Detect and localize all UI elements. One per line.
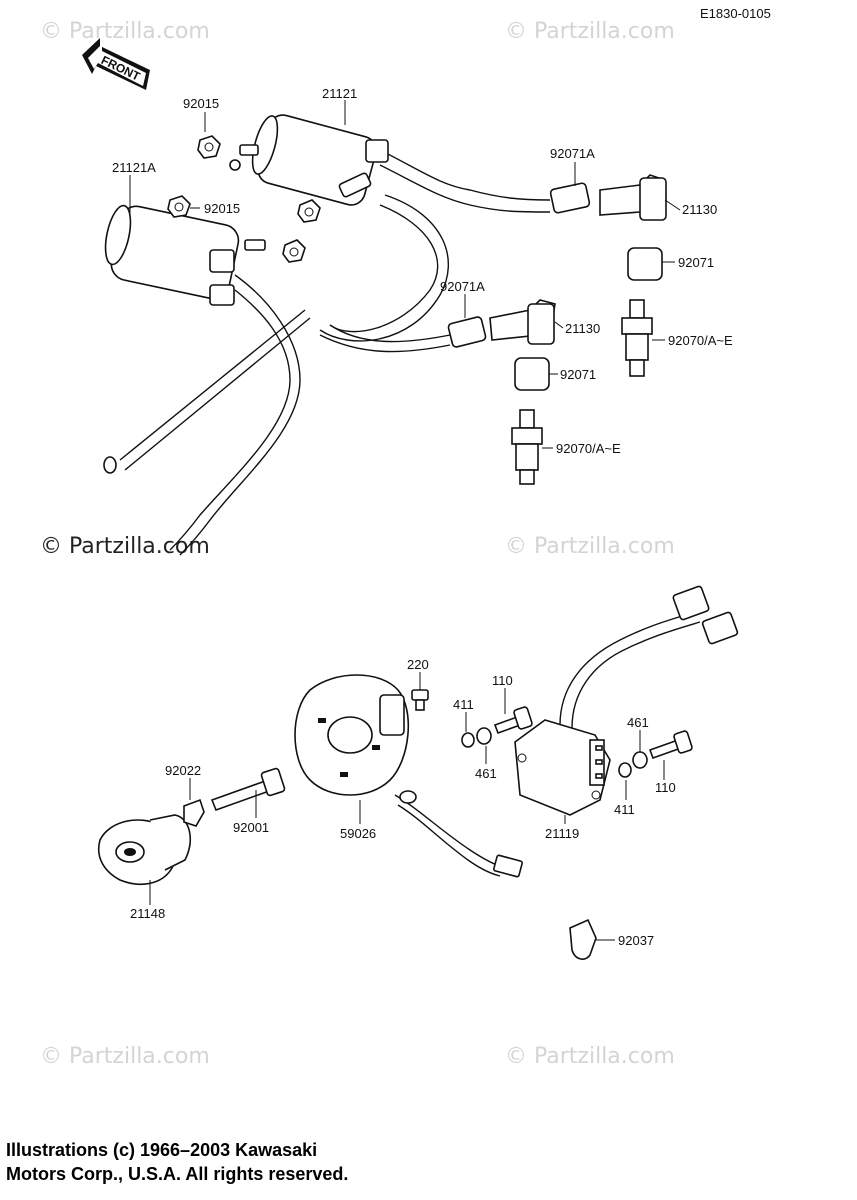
ht-lead bbox=[379, 149, 551, 201]
pickup-coil-59026 bbox=[294, 674, 410, 796]
watermark: © Partzilla.com bbox=[505, 534, 675, 559]
part-label: 411 bbox=[614, 802, 635, 817]
part-label: 461 bbox=[475, 766, 497, 781]
plug-boot-92071 bbox=[627, 247, 663, 281]
washer-461 bbox=[632, 751, 648, 769]
bolt-92001 bbox=[210, 767, 286, 812]
spark-plug-92070 bbox=[511, 409, 543, 485]
part-label: 92071A bbox=[550, 146, 595, 161]
part-label: 220 bbox=[407, 657, 429, 672]
watermark: © Partzilla.com bbox=[505, 19, 675, 44]
watermark: © Partzilla.com bbox=[40, 534, 210, 559]
igniter-harness bbox=[571, 621, 701, 729]
plug-boot-92071 bbox=[514, 357, 550, 391]
part-label: 21121A bbox=[112, 160, 156, 175]
copyright-line: Illustrations (c) 1966–2003 Kawasaki bbox=[6, 1140, 318, 1160]
washer-461 bbox=[476, 727, 492, 745]
part-label: 21130 bbox=[565, 321, 600, 336]
plug-cap-seal-92071a bbox=[549, 182, 591, 214]
part-label: 92071A bbox=[440, 279, 485, 294]
ignition-coil-21121 bbox=[229, 114, 389, 206]
screw-220 bbox=[411, 689, 429, 711]
igniter-harness bbox=[559, 614, 686, 726]
part-label: 110 bbox=[655, 780, 676, 795]
part-label: 21121 bbox=[322, 86, 357, 101]
watermark: © Partzilla.com bbox=[40, 19, 210, 44]
part-label: 21119 bbox=[545, 826, 579, 841]
part-label: 110 bbox=[492, 673, 513, 688]
washer-411 bbox=[618, 762, 632, 778]
plug-cap-21130 bbox=[489, 299, 556, 345]
ht-lead bbox=[329, 204, 439, 333]
connector bbox=[701, 611, 739, 645]
part-label: 92070/A~E bbox=[556, 441, 621, 456]
part-label: 92071 bbox=[560, 367, 596, 382]
plug-cap-seal-92071a bbox=[447, 316, 487, 348]
part-label: 92015 bbox=[183, 96, 219, 111]
ht-lead bbox=[124, 317, 311, 471]
diagram-code: E1830-0105 bbox=[700, 6, 771, 21]
copyright-line: Motors Corp., U.S.A. All rights reserved… bbox=[6, 1164, 349, 1184]
part-label: 411 bbox=[453, 697, 474, 712]
part-label: 92001 bbox=[233, 820, 269, 835]
timing-advancer-21148 bbox=[98, 814, 191, 886]
ht-lead bbox=[179, 274, 301, 556]
watermark: © Partzilla.com bbox=[40, 1044, 210, 1069]
grommet bbox=[399, 790, 417, 804]
wire-end bbox=[103, 456, 117, 474]
ignition-coil-21121a bbox=[104, 204, 266, 306]
part-label: 59026 bbox=[340, 826, 376, 841]
front-arrow-icon: FRONT bbox=[82, 38, 150, 90]
pickup-wire bbox=[394, 794, 506, 869]
ht-lead bbox=[169, 289, 291, 551]
pickup-wire bbox=[397, 804, 501, 877]
part-label: 92015 bbox=[204, 201, 240, 216]
connector bbox=[493, 854, 523, 878]
ht-lead bbox=[119, 309, 306, 461]
part-label: 21148 bbox=[130, 906, 165, 921]
shim-92022 bbox=[183, 798, 205, 827]
bolt-110 bbox=[493, 706, 533, 735]
part-label: 92070/A~E bbox=[668, 333, 733, 348]
connector bbox=[672, 585, 710, 621]
part-label: 92037 bbox=[618, 933, 654, 948]
ht-lead bbox=[379, 164, 551, 213]
part-label: 92071 bbox=[678, 255, 714, 270]
watermark: © Partzilla.com bbox=[505, 1044, 675, 1069]
ht-lead bbox=[319, 334, 451, 353]
bolt-110 bbox=[648, 730, 693, 760]
spark-plug-92070 bbox=[621, 299, 653, 377]
ht-lead bbox=[319, 194, 449, 342]
plug-cap-21130 bbox=[599, 174, 667, 221]
part-label: 461 bbox=[627, 715, 649, 730]
igniter-21119 bbox=[514, 719, 611, 816]
copyright-notice: Illustrations (c) 1966–2003 Kawasaki Mot… bbox=[6, 1138, 348, 1186]
part-label: 21130 bbox=[682, 202, 717, 217]
clamp-92037 bbox=[569, 918, 597, 960]
ht-lead bbox=[329, 324, 451, 343]
washer-411 bbox=[461, 732, 475, 748]
part-label: 92022 bbox=[165, 763, 201, 778]
